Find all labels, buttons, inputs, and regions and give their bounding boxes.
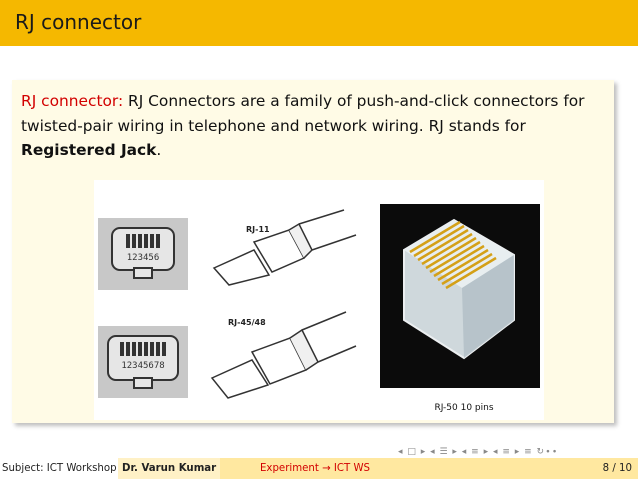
connector-illustration: 123456 RJ-11 12345678 <box>98 204 540 413</box>
rj11-pin-numbers: 123456 <box>127 253 160 263</box>
beamer-navigation[interactable]: ◂ □ ▸ ◂ ☰ ▸ ◂ ≡ ▸ ◂ ≡ ▸ ≡ ↻∙∙ <box>398 447 559 457</box>
rj45-label: RJ-45/48 <box>228 318 266 327</box>
definition-text: RJ Connectors are a family of push-and-c… <box>21 92 585 135</box>
rj45-jack-icon: 12345678 <box>98 326 188 398</box>
rj11-label: RJ-11 <box>246 225 270 234</box>
rj50-connector-photo <box>380 204 540 388</box>
rj50-caption: RJ-50 10 pins <box>434 403 493 413</box>
footer-author: Dr. Varun Kumar <box>118 458 222 479</box>
title-bar: RJ connector <box>0 0 638 46</box>
definition-end: . <box>156 141 162 159</box>
definition-paragraph: RJ connector: RJ Connectors are a family… <box>21 89 611 163</box>
connector-figure: 123456 RJ-11 12345678 <box>94 180 544 420</box>
slide-title: RJ connector <box>15 10 142 34</box>
bold-term: Registered Jack <box>21 141 157 159</box>
footer-section: Experiment → ICT WS <box>260 463 370 474</box>
rj45-plug-icon: RJ-45/48 <box>210 311 357 399</box>
page-number: 8 / 10 <box>602 463 632 474</box>
footer-section-bar: Experiment → ICT WS 8 / 10 <box>220 458 638 479</box>
keyword: RJ connector: <box>21 92 124 110</box>
rj11-plug-icon: RJ-11 <box>212 209 357 286</box>
footer: Subject: ICT Workshop Dr. Varun Kumar Ex… <box>0 458 638 479</box>
footer-subject: Subject: ICT Workshop <box>0 458 120 479</box>
rj11-jack-icon: 123456 <box>98 218 188 290</box>
rj45-pin-numbers: 12345678 <box>121 361 164 371</box>
